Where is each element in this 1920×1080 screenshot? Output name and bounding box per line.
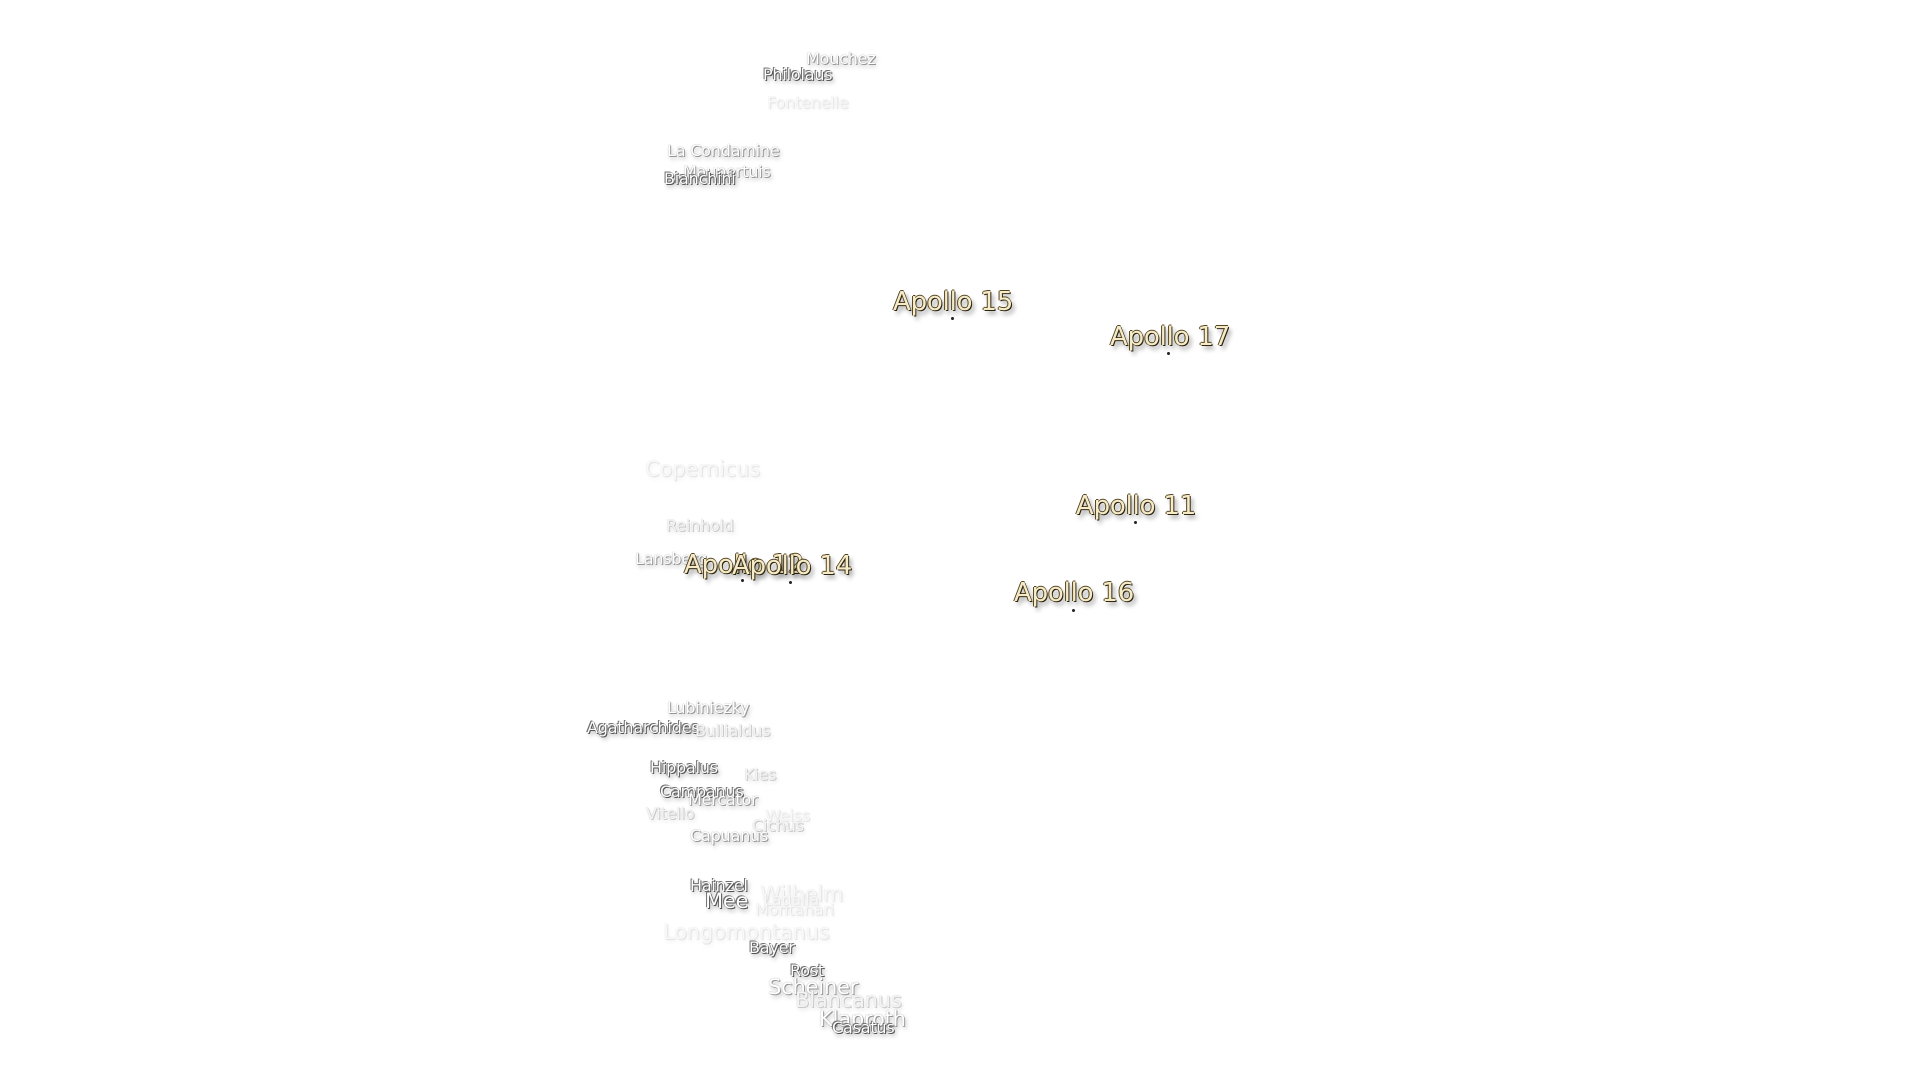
apollo-15-site-marker [951, 317, 954, 320]
apollo-12-site-marker [741, 579, 744, 582]
crater-label-vitello[interactable]: Vitello [646, 804, 695, 823]
apollo-14-site-marker [789, 581, 792, 584]
apollo-14-label[interactable]: Apollo 14 [732, 551, 853, 581]
crater-label-agatharchides[interactable]: Agatharchides [587, 718, 700, 737]
crater-label-montanari[interactable]: Montanari [755, 900, 834, 919]
crater-label-fontenelle[interactable]: Fontenelle [767, 93, 849, 112]
apollo-17-site-marker [1167, 352, 1170, 355]
crater-label-kies[interactable]: Kies [744, 765, 777, 784]
crater-label-hainzel[interactable]: Hainzel [690, 876, 748, 895]
crater-label-bianchini[interactable]: Bianchini [664, 169, 736, 188]
crater-label-bayer[interactable]: Bayer [749, 938, 795, 957]
crater-label-philolaus[interactable]: Philolaus [763, 65, 833, 84]
crater-label-lagalla[interactable]: Lagalla [763, 890, 819, 909]
crater-label-maupertuis[interactable]: Maupertuis [683, 162, 771, 181]
crater-label-longomontanus[interactable]: Longomontanus [663, 920, 830, 944]
crater-label-lubiniezky[interactable]: Lubiniezky [667, 698, 750, 717]
crater-label-rost[interactable]: Rost [790, 961, 824, 980]
crater-label-hippalus[interactable]: Hippalus [650, 758, 718, 777]
crater-label-mee[interactable]: Mee [705, 889, 749, 913]
apollo-12-label[interactable]: Apollo 12 [684, 550, 805, 580]
apollo-15-label[interactable]: Apollo 15 [893, 287, 1014, 317]
crater-label-mouchez[interactable]: Mouchez [806, 49, 876, 68]
crater-label-klaproth[interactable]: Klaproth [819, 1007, 906, 1031]
crater-label-copernicus[interactable]: Copernicus [645, 457, 760, 481]
crater-label-campanus[interactable]: Campanus [660, 782, 744, 801]
crater-label-wilhelm[interactable]: Wilhelm [760, 882, 844, 906]
crater-label-lansberg[interactable]: Lansberg [635, 549, 708, 568]
apollo-17-label[interactable]: Apollo 17 [1110, 322, 1231, 352]
apollo-16-label[interactable]: Apollo 16 [1014, 578, 1135, 608]
crater-label-scheiner[interactable]: Scheiner [768, 975, 859, 999]
crater-label-cichus[interactable]: Cichus [752, 816, 804, 835]
crater-label-weiss[interactable]: Weiss [765, 806, 810, 825]
crater-label-casatus[interactable]: Casatus [832, 1018, 895, 1037]
crater-label-capuanus[interactable]: Capuanus [690, 826, 769, 845]
crater-label-bullialdus[interactable]: Bullialdus [695, 721, 771, 740]
crater-label-la-condamine[interactable]: La Condamine [667, 141, 780, 160]
apollo-11-label[interactable]: Apollo 11 [1076, 491, 1197, 521]
crater-label-mercator[interactable]: Mercator [688, 790, 758, 809]
apollo-11-site-marker [1134, 521, 1137, 524]
crater-label-reinhold[interactable]: Reinhold [666, 516, 734, 535]
crater-label-blancanus[interactable]: Blancanus [795, 988, 902, 1012]
apollo-16-site-marker [1072, 609, 1075, 612]
